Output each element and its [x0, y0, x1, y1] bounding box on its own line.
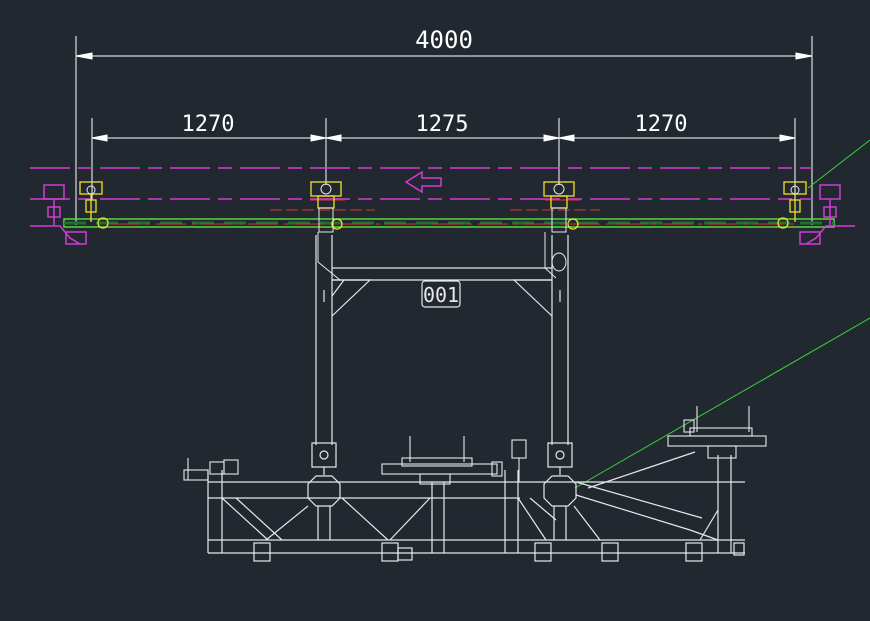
foot-7 [733, 542, 745, 556]
tag-plate [421, 280, 461, 308]
right-end-roller [819, 184, 841, 200]
dimension-arrow-left [75, 52, 93, 60]
left-end-bracket [30, 225, 81, 245]
clamp-units [183, 406, 767, 485]
right-gusset [512, 279, 553, 317]
overall-dimension [75, 36, 813, 225]
right-trolley-pin [790, 185, 800, 195]
left-end-trolley [30, 181, 109, 245]
clamp-left-base [183, 469, 209, 481]
foot-2 [381, 542, 399, 562]
brace-left-2 [235, 497, 283, 541]
foot-3 [397, 547, 413, 561]
left-trolley-head [79, 181, 103, 195]
trolley-2-pin [553, 183, 565, 195]
clamp-right-table [667, 435, 767, 447]
span-arrow-2b [543, 134, 560, 142]
span-arrow-2a [325, 134, 342, 142]
clamp-right-riser [707, 445, 737, 459]
brace-right-6 [689, 529, 719, 541]
trolley-1-pin [320, 183, 332, 195]
brace-right-8 [587, 451, 696, 489]
brace-left-3 [265, 505, 309, 541]
foot-5 [601, 542, 619, 562]
left-end-roller [43, 184, 65, 200]
brace-mid-2 [389, 497, 431, 541]
tag-plate-border [421, 280, 461, 308]
overall-dimension-label: 4000 [415, 26, 473, 54]
left-node [307, 475, 341, 507]
span-arrow-1a [91, 134, 108, 142]
guide-line-upper [807, 139, 870, 189]
brace-right-4 [575, 481, 703, 519]
right-end-bracket [805, 225, 855, 245]
brace-right-3 [575, 494, 691, 531]
span-label-1: 1270 [182, 112, 235, 137]
left-trolley-wheel [97, 217, 109, 229]
clamp-midright-block [511, 439, 527, 459]
span-arrow-3a [558, 134, 575, 142]
foot-6 [685, 542, 703, 562]
clamp-center-stop [491, 461, 503, 477]
span-dimensions [91, 118, 796, 200]
left-mast-plate [311, 442, 337, 468]
trolley-2-drop [551, 207, 567, 233]
right-mast-plate [547, 442, 573, 468]
trolley-left-mast [310, 181, 343, 281]
span-arrow-3b [779, 134, 796, 142]
left-arrow-icon [404, 170, 442, 194]
clamp-center-plate [401, 457, 473, 467]
bottom-fixture [207, 451, 745, 562]
right-end-trolley [777, 181, 855, 245]
right-node [543, 475, 577, 507]
left-mast-plate-bolt [319, 450, 329, 460]
brace-mid-1 [341, 497, 389, 541]
brace-right-2 [529, 497, 557, 521]
trolley-2-neck [550, 195, 568, 209]
hanger-frame [315, 235, 569, 445]
right-trolley-wheel [777, 217, 789, 229]
trolley-1-neck [317, 195, 335, 209]
conveyor-beam [63, 218, 835, 228]
foot-4 [534, 542, 552, 562]
right-end-block [823, 206, 837, 218]
left-gusset-inner [331, 279, 345, 297]
trolley-2-pivot [551, 252, 567, 272]
clamp-right-stop [683, 419, 695, 433]
trolley-1-drop [318, 207, 334, 233]
mast-plates [311, 442, 573, 475]
dimension-arrow-right [795, 52, 813, 60]
left-trolley-body [85, 199, 97, 213]
clamp-center-riser [419, 473, 451, 485]
right-end-foot [799, 231, 821, 245]
tag-label: 001 [423, 283, 459, 307]
trolley-1-arm [317, 232, 341, 281]
foot-1 [253, 542, 271, 562]
brace-right-7 [699, 509, 719, 541]
left-trolley-pin [86, 185, 96, 195]
left-gusset [331, 279, 372, 317]
guide-line-lower [574, 317, 870, 489]
guide-lines [574, 139, 870, 489]
right-mast-plate-bolt [555, 450, 565, 460]
span-label-3: 1270 [635, 112, 688, 137]
right-trolley-body [789, 199, 801, 213]
center-lines [270, 199, 600, 211]
brace-right-5 [573, 505, 601, 541]
span-arrow-1b [310, 134, 327, 142]
left-end-block [47, 206, 61, 218]
trolley-2-wheel [567, 218, 579, 230]
trolley-1-wheel [331, 218, 343, 230]
span-label-2: 1275 [416, 112, 469, 137]
left-end-foot [65, 231, 87, 245]
trolley-right-mast [543, 181, 579, 279]
rail-lines [30, 167, 812, 200]
brace-left-1 [221, 497, 269, 541]
clamp-left-cylinder [223, 459, 239, 475]
clamp-right-plate [689, 427, 753, 437]
brace-right-1 [517, 497, 547, 541]
